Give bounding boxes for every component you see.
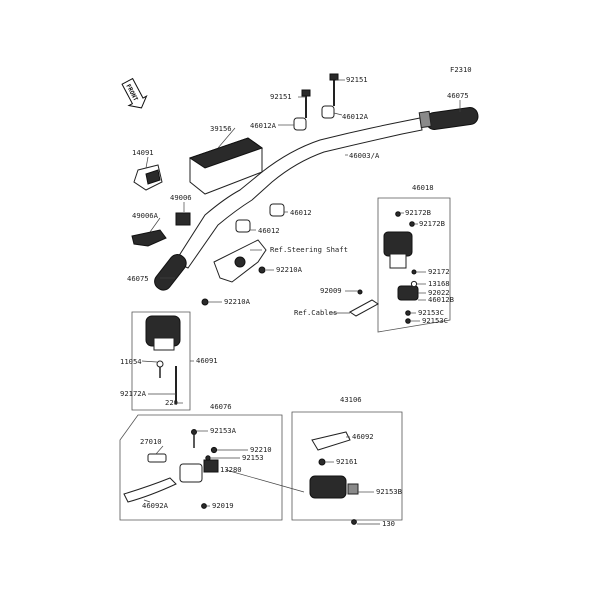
clamp-lower-1 — [269, 203, 285, 217]
ref-steering-shaft: Ref.Steering Shaft — [270, 245, 348, 254]
label-46012A-left: 46012A — [250, 121, 277, 130]
label-46012-upper: 46012 — [290, 208, 312, 217]
label-92153: 92153 — [242, 453, 264, 462]
cable-adjuster-27010 — [147, 453, 167, 463]
screw-92172B-2 — [409, 221, 415, 227]
part-49006 — [175, 212, 191, 226]
screw-92172B-1 — [395, 211, 401, 217]
label-27010: 27010 — [140, 437, 162, 446]
label-92210A-left: 92210A — [224, 297, 251, 306]
label-13168: 13168 — [428, 279, 450, 288]
left-switch — [145, 315, 181, 351]
label-92153C-2: 92153C — [422, 316, 448, 325]
clutch-lever — [123, 477, 177, 503]
cover-14091 — [133, 164, 163, 191]
label-92210A-right: 92210A — [276, 265, 303, 274]
label-39156: 39156 — [210, 124, 232, 133]
bar-pad — [188, 137, 264, 195]
label-43106: 43106 — [340, 395, 362, 404]
clamp-upper-right — [321, 105, 335, 119]
right-grip — [418, 106, 479, 130]
left-grip — [154, 254, 187, 291]
label-92172A: 92172A — [120, 389, 147, 398]
screw-92172 — [411, 269, 417, 275]
label-46075-right: 46075 — [447, 91, 469, 100]
bolt-92153A — [191, 429, 197, 435]
nut-92210A-right — [258, 266, 266, 274]
bolt-130 — [351, 519, 357, 525]
label-46092: 46092 — [352, 432, 374, 441]
clamp-upper-left — [293, 117, 307, 131]
label-46075-left: 46075 — [127, 274, 149, 283]
label-46076: 46076 — [210, 402, 232, 411]
label-14091: 14091 — [132, 148, 154, 157]
label-92022: 92022 — [428, 288, 450, 297]
label-46092A: 46092A — [142, 501, 169, 510]
label-92151-top: 92151 — [346, 75, 368, 84]
label-92172B-1: 92172B — [405, 208, 431, 217]
leader-lines — [141, 79, 461, 525]
label-220: 220 — [165, 398, 178, 407]
label-92172: 92172 — [428, 267, 450, 276]
nut-92210 — [210, 446, 218, 454]
group-43106-box — [291, 411, 403, 521]
group-46091-box — [131, 311, 191, 411]
figure-code: F2310 — [450, 65, 472, 74]
label-92151-left: 92151 — [270, 92, 292, 101]
label-46012A-right: 46012A — [342, 112, 369, 121]
brake-lever — [311, 431, 351, 451]
label-46012-lower: 46012 — [258, 226, 280, 235]
part-49006A — [131, 229, 167, 247]
label-92153A: 92153A — [210, 426, 237, 435]
label-46003A: 46003/A — [349, 151, 380, 160]
clamp-lower-2 — [235, 219, 251, 233]
label-46018: 46018 — [412, 183, 434, 192]
switch-bolt-11054 — [156, 360, 164, 378]
label-49006: 49006 — [170, 193, 192, 202]
part-92161 — [318, 458, 326, 466]
master-cylinder — [309, 475, 359, 499]
bolt-92151-left — [301, 89, 311, 118]
label-130: 130 — [382, 519, 395, 528]
nut-92210A-left — [201, 298, 209, 306]
front-arrow-icon: FRONT — [121, 77, 148, 109]
label-92153C-1: 92153C — [418, 308, 444, 317]
bolt-92151-right — [329, 73, 339, 106]
nut-92019 — [201, 503, 207, 509]
label-11054: 11054 — [120, 357, 142, 366]
screw-92153 — [205, 455, 211, 461]
label-92019: 92019 — [212, 501, 234, 510]
part-13168 — [410, 280, 418, 288]
label-92172B-2: 92172B — [419, 219, 445, 228]
label-92210: 92210 — [250, 445, 272, 454]
right-switch — [383, 231, 413, 269]
label-46091: 46091 — [196, 356, 218, 365]
label-49006A: 49006A — [132, 211, 159, 220]
clutch-holder — [179, 459, 219, 483]
cable-guide — [349, 289, 379, 317]
group-46076-box — [119, 414, 283, 521]
screw-92153C-2 — [405, 318, 411, 324]
steering-plate — [213, 239, 267, 283]
right-switch-lower — [397, 285, 419, 301]
screw-92153C-1 — [405, 310, 411, 316]
label-92009: 92009 — [320, 286, 342, 295]
group-46018-box — [377, 197, 451, 333]
label-92153B: 92153B — [376, 487, 402, 496]
ref-cables: Ref.Cables — [294, 308, 337, 317]
label-92161: 92161 — [336, 457, 358, 466]
label-46012B: 46012B — [428, 295, 454, 304]
label-13280: 13280 — [220, 465, 242, 474]
